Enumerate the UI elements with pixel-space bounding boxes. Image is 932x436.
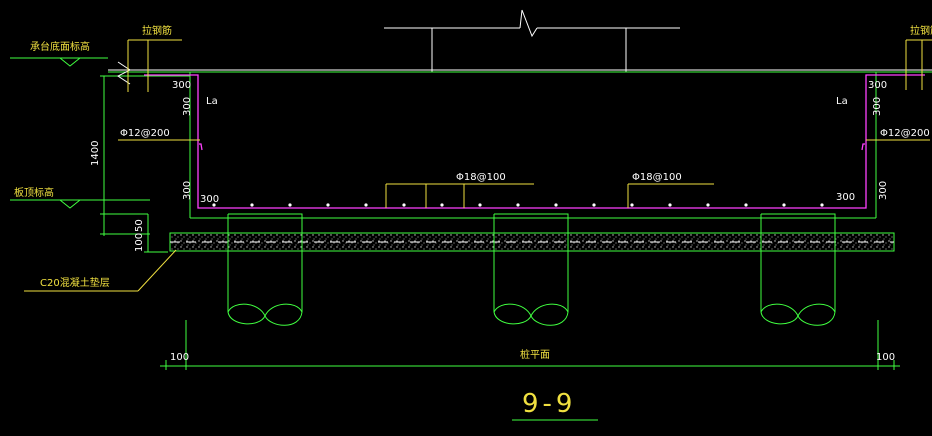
rebar-dot — [516, 203, 520, 207]
pile-2 — [493, 213, 569, 326]
break-line-structure — [384, 9, 680, 72]
bedding-layer — [169, 232, 895, 252]
bottom-dimension — [160, 320, 900, 370]
dim-100-right: 100 — [876, 352, 895, 363]
pile-cap-outline — [189, 72, 877, 219]
rebar-dot — [706, 203, 710, 207]
piles — [227, 213, 836, 326]
tie-bar-leaders — [127, 39, 932, 92]
rebar-dot — [212, 203, 216, 207]
rebar-dot — [364, 203, 368, 207]
break-mark-left — [117, 61, 131, 85]
rebar-dot — [782, 203, 786, 207]
rebar-dot — [440, 203, 444, 207]
dim-300-bottom-left: 300 — [200, 194, 219, 205]
tie-bar-label-left: 拉钢筋 — [142, 24, 172, 37]
section-title: 9-9 — [522, 389, 576, 419]
dim-100-bedding: 100 — [134, 233, 145, 252]
tie-bar-label-right: 拉钢筋 — [910, 24, 932, 37]
rebar-dot — [326, 203, 330, 207]
pile-1 — [227, 213, 303, 326]
rebar-dot — [668, 203, 672, 207]
dim-300-side-right-top: 300 — [872, 97, 883, 116]
rebar-dot — [288, 203, 292, 207]
lap-length-left: La — [206, 96, 218, 107]
bottom-rebar-dots — [212, 203, 824, 207]
elevation-markers — [10, 57, 150, 209]
slab-top-elevation-label: 板顶标高 — [14, 186, 54, 199]
dim-300-top-left: 300 — [172, 80, 191, 91]
pile-3 — [760, 213, 836, 326]
rebar-bottom-1: Φ18@100 — [456, 172, 506, 183]
dim-50: 50 — [134, 219, 145, 232]
rebar-dot — [478, 203, 482, 207]
slab-top-lines — [108, 69, 932, 77]
rebar-side-right: Φ12@200 — [880, 128, 930, 139]
dim-300-bottom-right: 300 — [836, 192, 855, 203]
pile-plan-label: 桩平面 — [520, 348, 550, 361]
rebar-dot — [554, 203, 558, 207]
dim-100-left: 100 — [170, 352, 189, 363]
rebar-bottom-2: Φ18@100 — [632, 172, 682, 183]
rebar-dot — [592, 203, 596, 207]
rebar-dot — [630, 203, 634, 207]
dim-300-side-left-top: 300 — [182, 97, 193, 116]
vertical-dimension — [100, 75, 168, 253]
pile-cap-bottom-elevation-label: 承台底面标高 — [30, 40, 90, 53]
rebar-cage — [144, 74, 925, 209]
rebar-dot — [744, 203, 748, 207]
dim-300-side-right-bottom: 300 — [878, 181, 889, 200]
dim-300-top-right: 300 — [868, 80, 887, 91]
rebar-dot — [402, 203, 406, 207]
rebar-dot — [250, 203, 254, 207]
lap-length-right: La — [836, 96, 848, 107]
bedding-layer-label: C20混凝土垫层 — [40, 276, 110, 289]
rebar-leaders — [24, 139, 930, 292]
dim-1400: 1400 — [90, 141, 101, 166]
dim-300-side-left-bottom: 300 — [182, 181, 193, 200]
rebar-dot — [820, 203, 824, 207]
rebar-side-left: Φ12@200 — [120, 128, 170, 139]
